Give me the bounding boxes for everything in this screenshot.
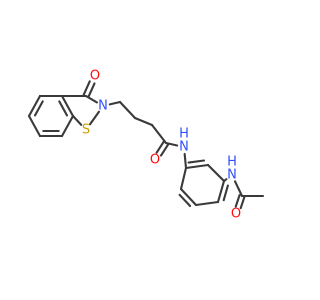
bond xyxy=(108,100,122,106)
amide-oxygen-label: O xyxy=(150,153,160,168)
acetamide-nitrogen-label: N xyxy=(227,168,237,183)
bond xyxy=(194,200,220,207)
bond xyxy=(27,94,42,118)
acetamide-hydrogen-label: H xyxy=(227,155,237,170)
ketone-oxygen-label: O xyxy=(90,69,100,84)
bond xyxy=(82,80,91,96)
bond xyxy=(133,116,154,127)
bond xyxy=(150,123,168,145)
bond-layer xyxy=(27,80,265,210)
bond xyxy=(33,100,44,117)
bond xyxy=(179,187,198,207)
ring-sulfur-label: S xyxy=(82,123,90,138)
ring-nitrogen-label: N xyxy=(98,99,108,114)
bond xyxy=(60,94,75,118)
bond xyxy=(234,194,241,208)
bond xyxy=(27,114,42,138)
bond xyxy=(155,140,165,154)
bond xyxy=(239,195,246,210)
amide-hydrogen-label: H xyxy=(179,127,189,142)
bond xyxy=(60,114,75,138)
bond xyxy=(58,100,69,117)
bond xyxy=(179,166,188,191)
bond xyxy=(164,141,179,147)
bond xyxy=(71,114,83,126)
bond xyxy=(87,82,96,99)
bond xyxy=(187,159,206,164)
bond xyxy=(216,179,226,204)
bond xyxy=(178,193,192,208)
acetamide-oxygen-label: O xyxy=(231,207,241,222)
amide-nitrogen-label: N xyxy=(179,140,189,155)
bond xyxy=(118,100,137,120)
bond xyxy=(184,163,210,170)
bond xyxy=(222,184,229,202)
bond xyxy=(233,180,244,198)
bond xyxy=(222,178,228,183)
bond xyxy=(159,143,170,157)
bond xyxy=(183,152,188,170)
bond xyxy=(206,163,226,183)
bond xyxy=(88,110,101,126)
